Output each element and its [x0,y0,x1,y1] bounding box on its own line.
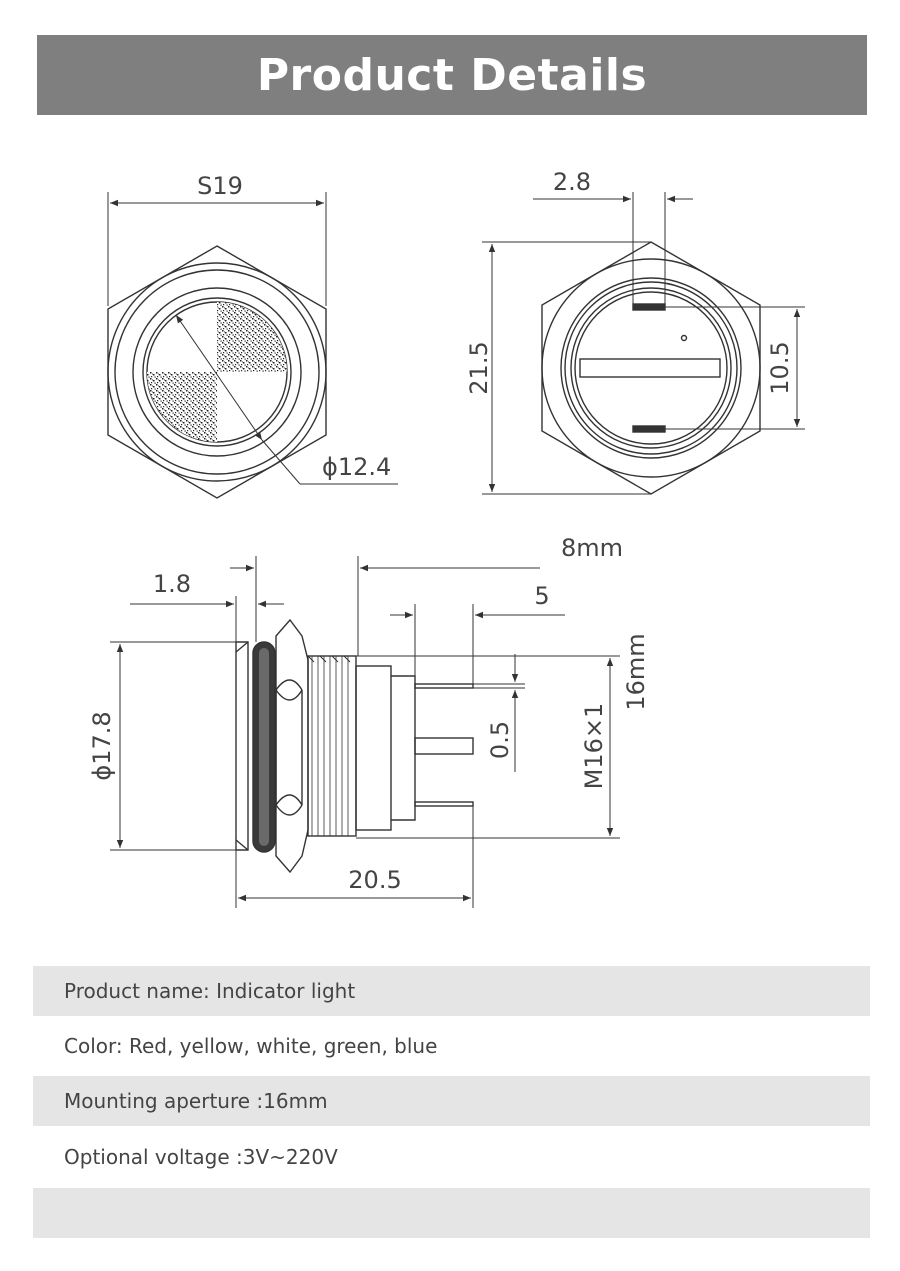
pin-length-label: 5 [534,582,549,610]
technical-drawing: S19 ϕ12.4 2.8 21.5 10.5 [88,168,805,908]
header-banner: Product Details [37,35,867,115]
front-view [107,192,398,499]
height-label: 21.5 [465,341,493,394]
pin-thickness-label: 0.5 [486,721,514,759]
spec-row-mounting-aperture: Mounting aperture :16mm [33,1076,870,1126]
head-diameter-label: ϕ17.8 [88,711,116,780]
thread-label: M16×1 [580,703,608,790]
diameter-label: ϕ12.4 [322,453,391,481]
page-title: Product Details [256,49,648,101]
spec-row-color: Color: Red, yellow, white, green, blue [33,1016,870,1076]
pin-span-label: 10.5 [766,341,794,394]
total-length-label: 20.5 [348,866,401,894]
width-label: S19 [197,172,243,200]
thread-length-label: 8mm [561,534,623,562]
spec-table: Product name: Indicator light Color: Red… [33,966,870,1238]
spec-row-product-name: Product name: Indicator light [33,966,870,1016]
panel-thickness-label: 1.8 [153,570,191,598]
spec-row-empty [33,1188,870,1238]
thread-diameter-label: 16mm [622,633,650,710]
pin-width-label: 2.8 [553,168,591,196]
side-view [110,556,620,908]
back-view [482,192,805,495]
spec-row-voltage: Optional voltage :3V~220V [33,1126,870,1188]
